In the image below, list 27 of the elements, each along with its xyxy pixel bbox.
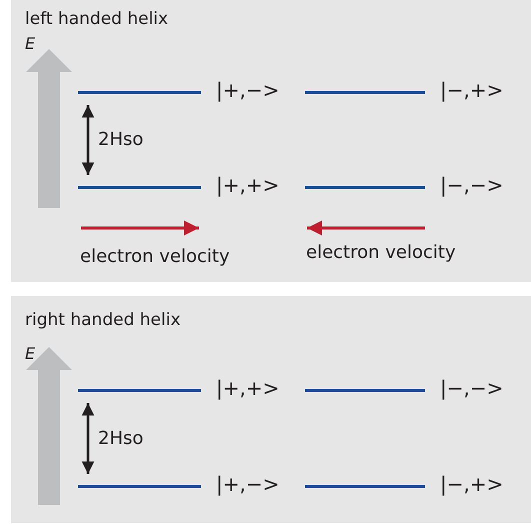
energy-level-line — [78, 485, 201, 488]
panel-heading: left handed helix — [25, 9, 168, 29]
velocity-label: electron velocity — [306, 244, 456, 262]
state-label: |−,+> — [440, 474, 504, 494]
energy-level-line — [305, 91, 425, 94]
double-arrow — [82, 105, 94, 175]
panel-heading: right handed helix — [25, 310, 180, 330]
state-label: |+,+> — [216, 378, 280, 398]
state-label: |−,+> — [440, 80, 504, 100]
panel-background — [11, 296, 531, 523]
velocity-label: electron velocity — [80, 248, 230, 266]
double-arrow — [82, 403, 94, 474]
state-label: |+,−> — [216, 80, 280, 100]
energy-level-line — [305, 389, 425, 392]
energy-level-line — [78, 389, 201, 392]
state-label: |+,−> — [216, 474, 280, 494]
energy-level-line — [78, 186, 201, 189]
edge-label: 2Hso — [98, 430, 144, 448]
energy-axis-label: E — [25, 346, 36, 362]
panel-background — [11, 0, 531, 282]
energy-level-line — [78, 91, 201, 94]
energy-level-line — [305, 186, 425, 189]
state-label: |−,−> — [440, 175, 504, 195]
state-label: |+,+> — [216, 175, 280, 195]
state-label: |−,−> — [440, 378, 504, 398]
energy-axis-label: E — [25, 36, 36, 52]
energy-level-line — [305, 485, 425, 488]
